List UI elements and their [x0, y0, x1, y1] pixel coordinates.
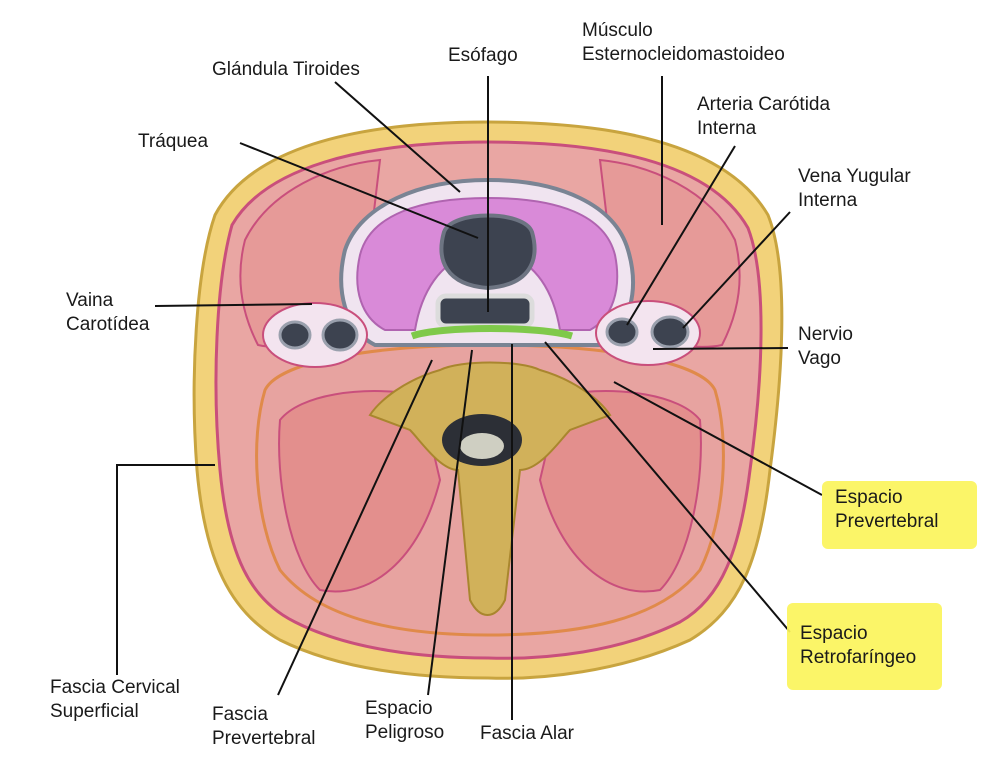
label-traquea: Tráquea: [138, 130, 208, 154]
label-vena-yugular-line1: Vena Yugular: [798, 165, 911, 189]
label-espacio-peligroso-line2: Peligroso: [365, 721, 444, 745]
left-vein: [323, 320, 357, 350]
label-nervio-vago-line2: Vago: [798, 347, 853, 371]
label-nervio-vago-line1: Nervio: [798, 323, 853, 347]
label-vena-yugular-line2: Interna: [798, 189, 911, 213]
label-fascia-prevertebral-line2: Prevertebral: [212, 727, 316, 751]
left-artery: [280, 322, 310, 348]
label-musculo-scm: Músculo Esternocleidomastoideo: [582, 19, 785, 67]
right-artery: [607, 319, 637, 345]
label-fascia-cervical-line2: Superficial: [50, 700, 180, 724]
label-musculo-scm-line2: Esternocleidomastoideo: [582, 43, 785, 67]
label-espacio-prevertebral-line2: Prevertebral: [835, 510, 939, 534]
label-glandula-tiroides: Glándula Tiroides: [212, 58, 360, 82]
label-espacio-retrofaringeo: Espacio Retrofaríngeo: [800, 622, 916, 670]
label-espacio-peligroso: Espacio Peligroso: [365, 697, 444, 745]
label-esofago: Esófago: [448, 44, 518, 68]
right-vein: [652, 317, 688, 347]
label-vaina-carotidea: Vaina Carotídea: [66, 289, 149, 337]
label-musculo-scm-line1: Músculo: [582, 19, 785, 43]
spinal-cord: [460, 433, 504, 459]
label-vaina-carotidea-line2: Carotídea: [66, 313, 149, 337]
esophagus: [438, 296, 532, 326]
label-fascia-prevertebral-line1: Fascia: [212, 703, 316, 727]
pointer-nervio: [653, 348, 788, 349]
label-fascia-cervical-superficial: Fascia Cervical Superficial: [50, 676, 180, 724]
label-espacio-retrofaringeo-line1: Espacio: [800, 622, 916, 646]
label-espacio-peligroso-line1: Espacio: [365, 697, 444, 721]
label-fascia-alar: Fascia Alar: [480, 722, 574, 746]
label-fascia-cervical-line1: Fascia Cervical: [50, 676, 180, 700]
label-espacio-retrofaringeo-line2: Retrofaríngeo: [800, 646, 916, 670]
label-vaina-carotidea-line1: Vaina: [66, 289, 149, 313]
label-espacio-prevertebral: Espacio Prevertebral: [835, 486, 939, 534]
label-vena-yugular: Vena Yugular Interna: [798, 165, 911, 213]
label-nervio-vago: Nervio Vago: [798, 323, 853, 371]
label-arteria-carotida-line2: Interna: [697, 117, 830, 141]
label-espacio-prevertebral-line1: Espacio: [835, 486, 939, 510]
label-arteria-carotida-line1: Arteria Carótida: [697, 93, 830, 117]
label-fascia-prevertebral: Fascia Prevertebral: [212, 703, 316, 751]
label-arteria-carotida: Arteria Carótida Interna: [697, 93, 830, 141]
